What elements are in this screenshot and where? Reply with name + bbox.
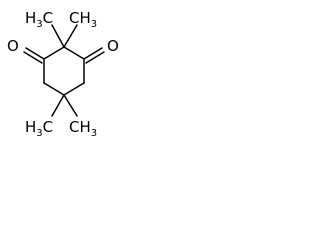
bond-c4-c5	[63, 82, 85, 96]
bond-c1-c2	[43, 46, 65, 60]
bond-c5-methyl-bottom-right	[63, 94, 78, 117]
bond-c1-o-left-a	[25, 47, 45, 60]
bond-c2-methyl-top-right	[63, 24, 78, 48]
methyl-top-left-label: H3C	[25, 9, 53, 30]
oxygen-left-label: O	[7, 37, 19, 55]
oxygen-right-label: O	[107, 37, 119, 55]
methyl-bottom-left-label: H3C	[25, 118, 53, 139]
bond-c1-o-left-b	[23, 51, 43, 64]
bond-c3-o-right-b	[85, 51, 105, 64]
bond-c2-methyl-top-left	[51, 24, 65, 48]
bond-c3-o-right-a	[83, 47, 103, 60]
bond-c2-c3	[63, 46, 85, 60]
molecule-structure-diagram: O O H3C CH3 H3C CH3	[7, 9, 119, 139]
methyl-top-right-label: CH3	[69, 9, 97, 30]
methyl-bottom-right-label: CH3	[69, 118, 97, 139]
bond-c5-c6	[43, 82, 65, 96]
bond-c5-methyl-bottom-left	[51, 94, 65, 117]
